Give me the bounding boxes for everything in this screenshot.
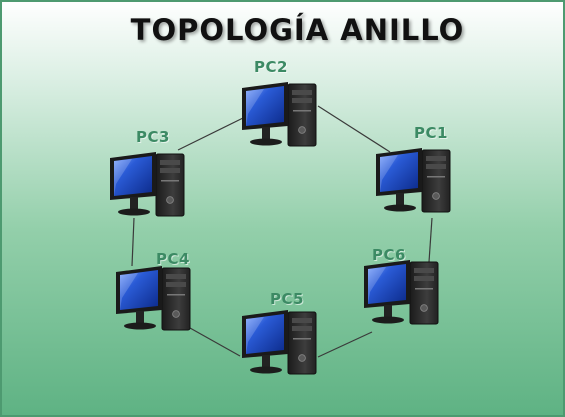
pc1-label: PC1 bbox=[414, 124, 448, 142]
pc2-computer-icon bbox=[238, 64, 322, 154]
pc6-label: PC6 bbox=[372, 246, 406, 264]
diagram-title: TOPOLOGÍA ANILLO bbox=[130, 13, 465, 47]
link-pc6-pc5 bbox=[317, 331, 373, 358]
pc5-label: PC5 bbox=[270, 290, 304, 308]
pc4-computer-icon bbox=[112, 248, 196, 338]
link-pc4-pc3 bbox=[131, 217, 135, 267]
link-pc3-pc2 bbox=[177, 117, 244, 151]
pc6-computer-icon bbox=[360, 242, 444, 332]
pc2-label: PC2 bbox=[254, 58, 288, 76]
link-pc1-pc6 bbox=[428, 217, 433, 263]
pc3-computer-icon bbox=[106, 134, 190, 224]
pc1-computer-icon bbox=[372, 130, 456, 220]
link-pc2-pc1 bbox=[317, 105, 391, 153]
pc3-label: PC3 bbox=[136, 128, 170, 146]
link-pc5-pc4 bbox=[189, 327, 241, 357]
pc5-computer-icon bbox=[238, 292, 322, 382]
pc4-label: PC4 bbox=[156, 250, 190, 268]
